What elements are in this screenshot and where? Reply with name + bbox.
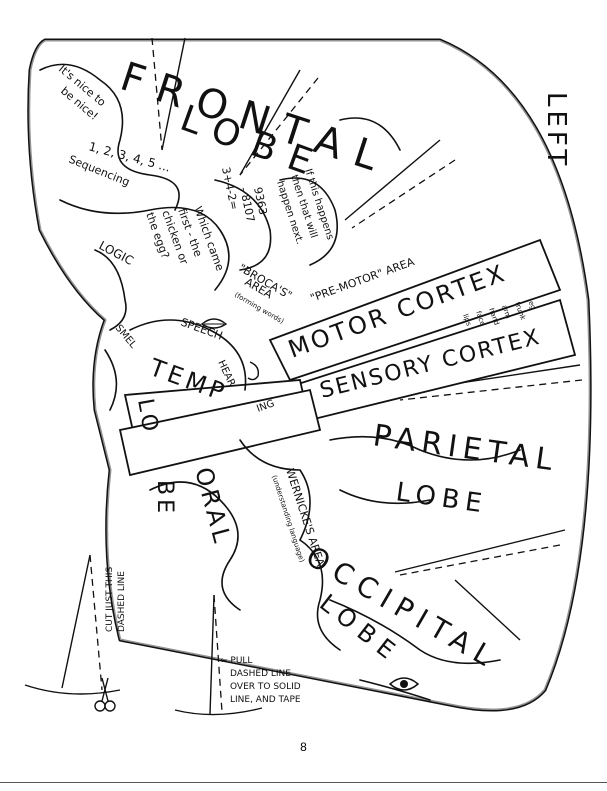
scissors-icon (94, 677, 116, 712)
ear-icon (247, 361, 260, 381)
pull-instruction-1: ← PULL (220, 656, 252, 666)
pull-instruction-3: OVER TO SOLID (230, 682, 301, 692)
cut-instruction-line-1: CUT JUST THIS (105, 567, 115, 632)
eye-icon (388, 677, 420, 691)
pull-instruction-2: DASHED LINE (230, 669, 291, 679)
bottom-rule (0, 782, 607, 783)
temporal-band (118, 388, 322, 477)
cut-instruction-line-2: DASHED LINE (117, 571, 127, 632)
motor-part-lips: lips (461, 313, 473, 327)
side-label: LEFT (541, 92, 571, 169)
temporal-lobe-be: BE (152, 480, 177, 517)
pull-instruction-4: LINE, AND TAPE (230, 695, 301, 705)
cut-instruction: CUT JUST THIS DASHED LINE (24, 554, 127, 695)
motor-part-leg: leg (526, 298, 537, 311)
brain-folds (39, 63, 521, 701)
math-text-2: 9363 (251, 186, 270, 216)
pull-instruction: ← PULL DASHED LINE OVER TO SOLID LINE, A… (174, 594, 301, 716)
page-number: 8 (300, 740, 307, 754)
lips-icon (200, 318, 228, 329)
segment-lines (151, 37, 583, 641)
